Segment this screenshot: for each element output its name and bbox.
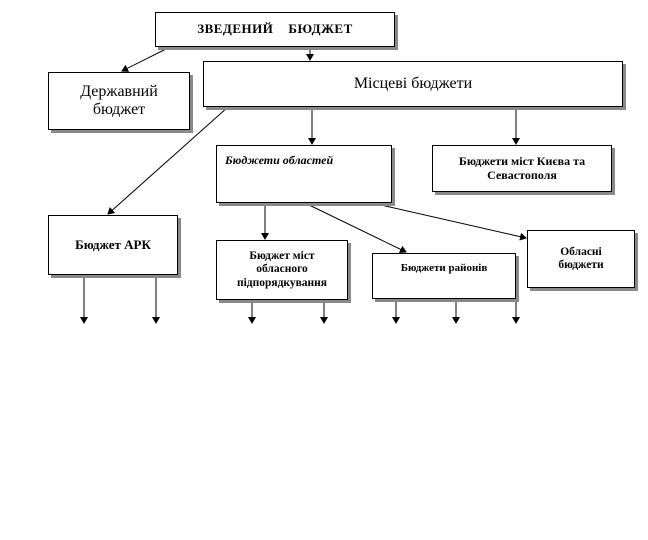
node-consolidated-budget: ЗВЕДЕНИЙ БЮДЖЕТ xyxy=(155,12,395,47)
node-consolidated-label: ЗВЕДЕНИЙ БЮДЖЕТ xyxy=(197,21,353,37)
node-rural-budgets: Обласні бюджети xyxy=(527,230,635,288)
node-ark-budget: Бюджет АРК xyxy=(48,215,178,275)
node-rayon-label: Бюджети районів xyxy=(400,262,488,274)
node-local-budgets: Місцеві бюджети xyxy=(203,61,623,107)
node-oblast-label: Бюджети областей xyxy=(225,153,334,167)
node-oblast-cities-budget: Бюджет міст обласного підпорядкування xyxy=(216,240,348,300)
edge-oblast-rural xyxy=(371,202,527,241)
node-state-budget: Державний бюджет xyxy=(48,72,190,130)
edge-consolidated-state xyxy=(121,46,171,72)
node-rural-label: Обласні бюджети xyxy=(558,245,604,271)
node-oblast-cities-label: Бюджет міст обласного підпорядкування xyxy=(236,250,328,289)
node-kyiv-sevastopol-budgets: Бюджети міст Києва та Севастополя xyxy=(432,145,612,192)
node-oblast-budgets: Бюджети областей xyxy=(216,145,392,203)
node-local-label: Місцеві бюджети xyxy=(353,74,473,92)
node-state-label: Державний бюджет xyxy=(80,82,158,118)
edge-local-ark xyxy=(107,106,229,215)
edge-oblast-rayon xyxy=(304,202,407,253)
node-ark-label: Бюджет АРК xyxy=(75,236,151,252)
node-rayon-budgets: Бюджети районів xyxy=(372,253,516,299)
node-kyiv-sevastopol-label: Бюджети міст Києва та Севастополя xyxy=(458,153,586,182)
